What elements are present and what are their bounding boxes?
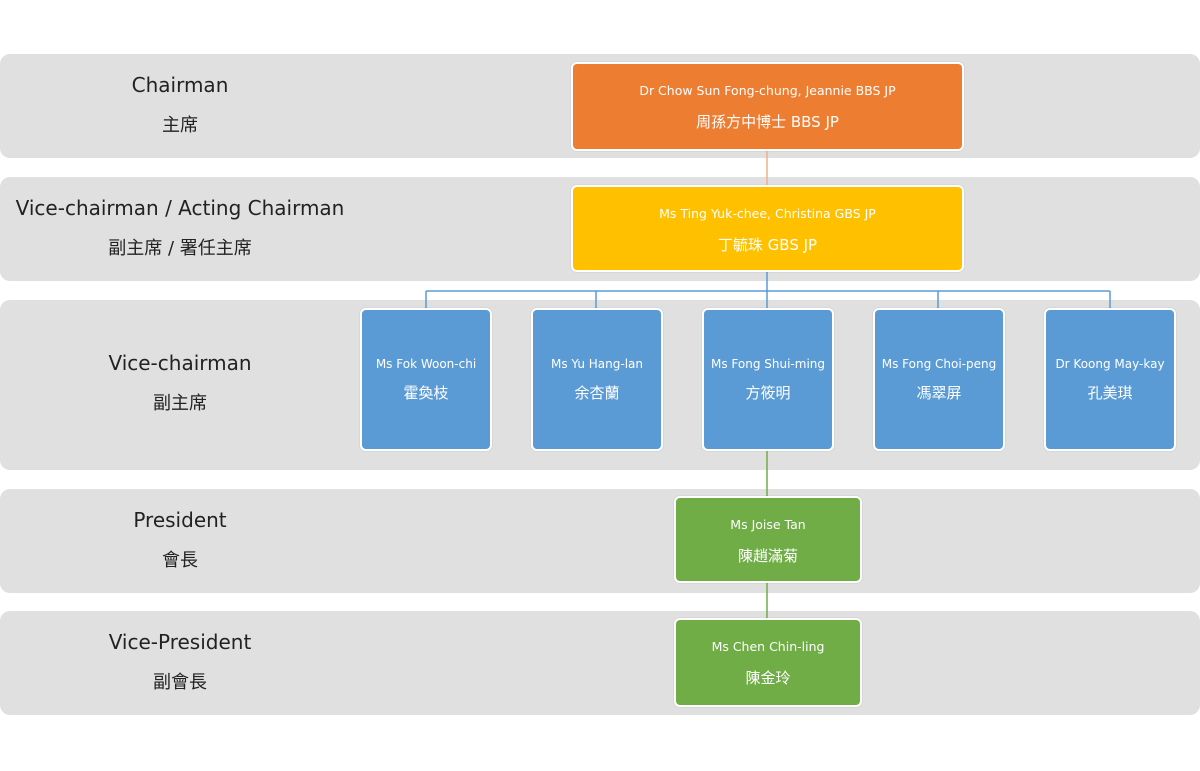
- person-box-vice-chairman-3[interactable]: Ms Fong Shui-ming 方筱明: [702, 308, 834, 451]
- person-name-en: Ms Chen Chin-ling: [711, 639, 825, 654]
- role-title-en: Vice-President: [108, 630, 252, 654]
- person-name-zh: 周孫方中博士 BBS JP: [696, 113, 839, 131]
- role-title-zh: 會長: [162, 550, 198, 571]
- person-name-en: Ms Fong Shui-ming: [710, 357, 825, 371]
- role-title-zh: 副主席: [153, 393, 207, 414]
- person-box-vice-chairman-2[interactable]: Ms Yu Hang-lan 余杏蘭: [531, 308, 663, 451]
- role-title-zh: 主席: [162, 115, 198, 136]
- role-title-en: Vice-chairman / Acting Chairman: [15, 196, 345, 220]
- person-name-en: Ms Yu Hang-lan: [550, 357, 643, 371]
- person-box-acting-chairman[interactable]: Ms Ting Yuk-chee, Christina GBS JP 丁毓珠 G…: [571, 185, 964, 272]
- person-name-zh: 孔美琪: [1087, 384, 1133, 402]
- person-name-zh: 霍奐枝: [403, 384, 449, 402]
- person-box-vice-chairman-1[interactable]: Ms Fok Woon-chi 霍奐枝: [360, 308, 492, 451]
- person-name-en: Ms Fok Woon-chi: [375, 357, 477, 371]
- person-name-zh: 陳金玲: [745, 669, 791, 687]
- person-name-en: Dr Koong May-kay: [1055, 357, 1165, 371]
- person-box-chairman[interactable]: Dr Chow Sun Fong-chung, Jeannie BBS JP 周…: [571, 62, 964, 151]
- person-box-vice-chairman-4[interactable]: Ms Fong Choi-peng 馮翠屏: [873, 308, 1005, 451]
- person-name-zh: 余杏蘭: [574, 384, 620, 402]
- person-name-zh: 丁毓珠 GBS JP: [717, 236, 818, 254]
- person-box-vice-president[interactable]: Ms Chen Chin-ling 陳金玲: [674, 618, 862, 707]
- role-label-acting-chairman: Vice-chairman / Acting Chairman 副主席 / 署任…: [0, 195, 360, 261]
- person-name-en: Ms Joise Tan: [730, 517, 806, 532]
- band-vice-president: [0, 611, 1200, 715]
- person-name-en: Dr Chow Sun Fong-chung, Jeannie BBS JP: [639, 83, 896, 98]
- person-name-zh: 陳趙滿菊: [737, 547, 798, 565]
- role-title-zh: 副主席 / 署任主席: [108, 238, 252, 259]
- person-box-president[interactable]: Ms Joise Tan 陳趙滿菊: [674, 496, 862, 583]
- role-title-en: President: [133, 508, 227, 532]
- person-name-en: Ms Fong Choi-peng: [881, 357, 997, 371]
- role-label-president: President 會長: [0, 507, 360, 573]
- role-label-vice-president: Vice-President 副會長: [0, 629, 360, 695]
- person-name-en: Ms Ting Yuk-chee, Christina GBS JP: [659, 206, 876, 221]
- person-box-vice-chairman-5[interactable]: Dr Koong May-kay 孔美琪: [1044, 308, 1176, 451]
- role-label-chairman: Chairman 主席: [0, 72, 360, 138]
- role-title-en: Vice-chairman: [108, 351, 252, 375]
- person-name-zh: 馮翠屏: [916, 384, 962, 402]
- person-name-zh: 方筱明: [745, 384, 791, 402]
- role-title-en: Chairman: [131, 73, 229, 97]
- role-label-vice-chairman: Vice-chairman 副主席: [0, 350, 360, 416]
- band-president: [0, 489, 1200, 593]
- role-title-zh: 副會長: [153, 672, 207, 693]
